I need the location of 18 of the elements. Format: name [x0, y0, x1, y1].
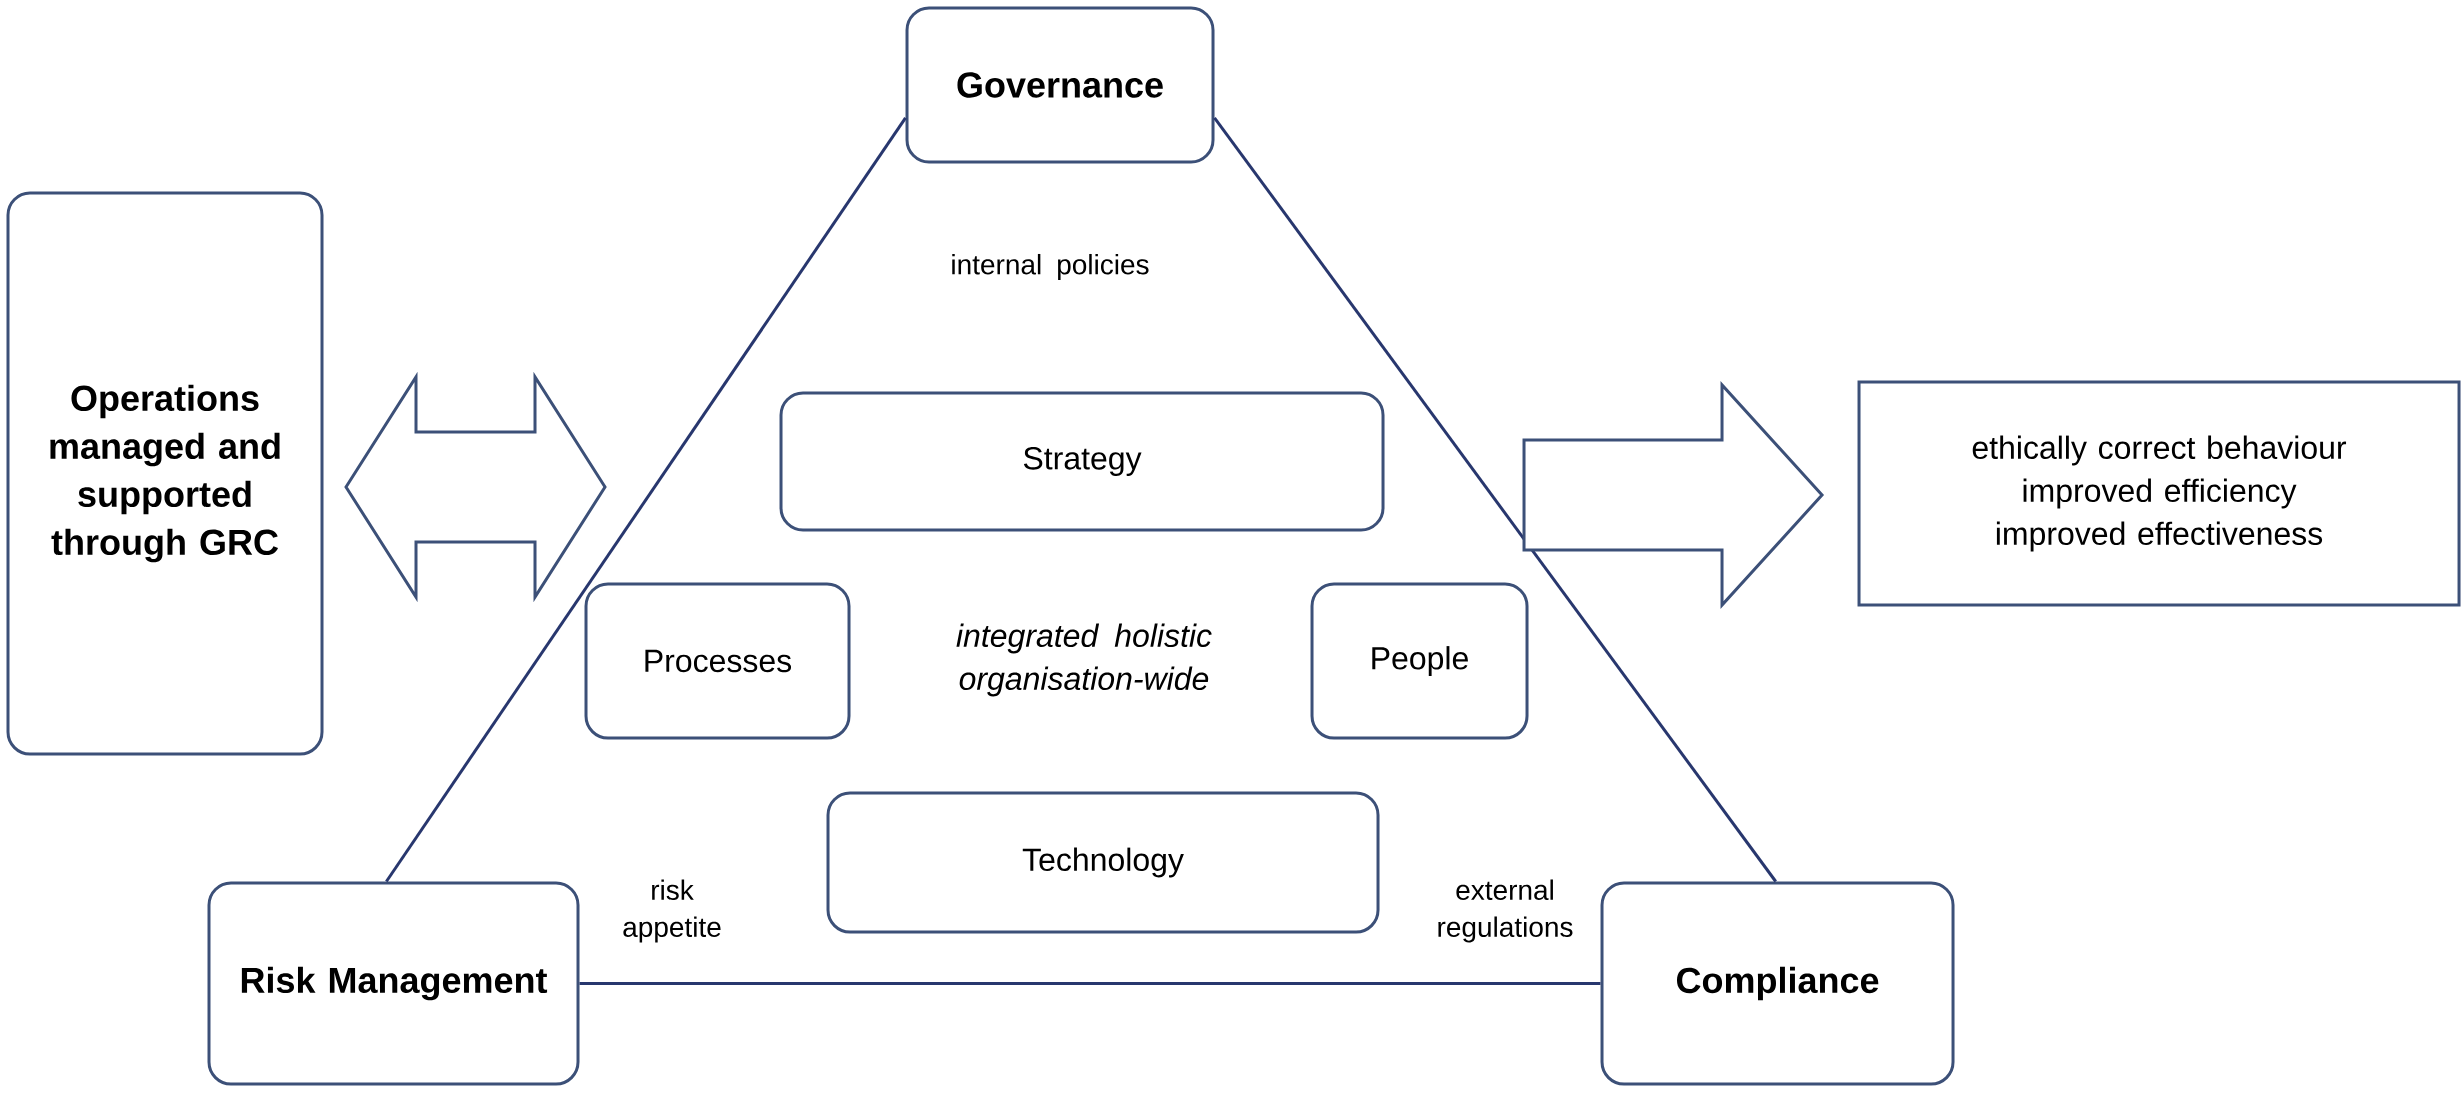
inner-box: Strategy: [779, 391, 1385, 532]
corner-box: Compliance: [1600, 881, 1955, 1086]
note-text: internal policies: [952, 253, 1149, 281]
connector-line: [579, 982, 1601, 985]
note-text: external regulations: [1438, 879, 1573, 943]
corner-box: Governance: [905, 6, 1215, 164]
inner-box: People: [1310, 582, 1529, 740]
connector-line: [385, 117, 907, 883]
block-arrow: [1522, 381, 1825, 609]
connector-line: [1213, 116, 1777, 883]
corner-box: Risk Management: [207, 881, 580, 1086]
side-box: Operations managed and supported through GRC: [6, 191, 324, 756]
inner-box: Technology: [826, 791, 1380, 934]
double-block-arrow: [344, 371, 607, 603]
result-box: ethically correct behaviour improved efficiency improved effectiveness: [1857, 380, 2461, 607]
note-text: risk appetite: [623, 879, 721, 943]
inner-box: Processes: [584, 582, 851, 740]
italic-note: integrated holistic organisation-wide: [956, 623, 1212, 697]
